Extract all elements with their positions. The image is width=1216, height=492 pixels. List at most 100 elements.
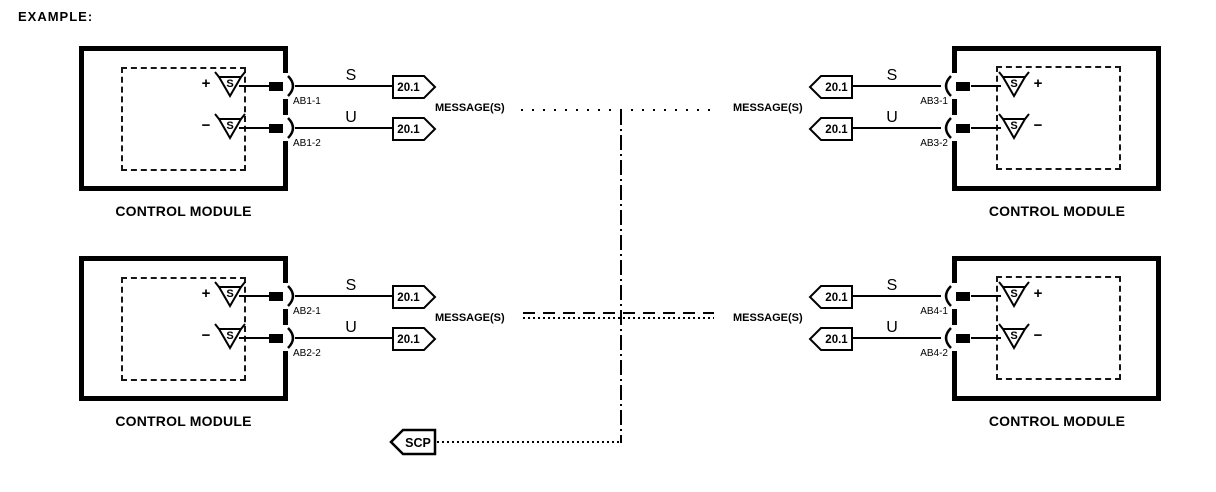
module-inner-dashed-outline	[121, 67, 246, 171]
wire-circuit-label: U	[886, 109, 898, 126]
module-outline	[952, 46, 1161, 191]
shield-symbol-letter: S	[1010, 288, 1017, 300]
pin-id-label: AB2-2	[293, 348, 321, 359]
reference-tag-number: 20.1	[397, 334, 420, 346]
off-page-reference-tag: 20.1	[392, 75, 437, 99]
polarity-plus-label: +	[201, 75, 211, 92]
wire-segment	[853, 85, 941, 87]
shielded-twisted-pair-icon: S	[998, 323, 1030, 350]
wire-circuit-label: S	[345, 67, 357, 84]
reference-tag-number: 20.1	[397, 124, 420, 136]
message-bus-label: MESSAGE(S)	[435, 312, 505, 324]
off-page-reference-tag: 20.1	[808, 285, 853, 309]
reference-tag-number: 20.1	[825, 334, 848, 346]
scp-branch-dotted-line	[437, 441, 621, 443]
polarity-minus-label: −	[201, 117, 211, 134]
shielded-twisted-pair-icon: S	[998, 71, 1030, 98]
wire-circuit-label: U	[345, 319, 357, 336]
message-bus-label: MESSAGE(S)	[733, 312, 803, 324]
polarity-plus-label: +	[201, 285, 211, 302]
reference-tag-number: 20.1	[825, 292, 848, 304]
control-module-top-left: CONTROL MODULE + S AB1-1 S 20.1 − S	[79, 46, 512, 219]
wire-segment	[971, 127, 1001, 129]
wire-segment	[239, 127, 271, 129]
module-label: CONTROL MODULE	[988, 413, 1126, 429]
module-label: CONTROL MODULE	[115, 203, 252, 219]
off-page-reference-tag: 20.1	[808, 117, 853, 141]
wire-segment	[295, 337, 393, 339]
message-bus-label: MESSAGE(S)	[733, 102, 803, 114]
module-inner-dashed-outline	[996, 66, 1121, 170]
shield-symbol-letter: S	[226, 288, 233, 300]
bus-line-vertical-dashed	[620, 110, 622, 443]
connector-pin-icon	[269, 283, 295, 309]
shield-symbol-letter: S	[1010, 78, 1017, 90]
polarity-plus-label: +	[1033, 285, 1043, 302]
pin-id-label: AB4-2	[920, 348, 948, 359]
bus-line-top-dotted	[521, 109, 714, 111]
polarity-minus-label: −	[1033, 117, 1043, 134]
shielded-twisted-pair-icon: S	[214, 323, 246, 350]
pin-id-label: AB1-1	[293, 96, 321, 107]
wire-circuit-label: U	[886, 319, 898, 336]
off-page-reference-tag: 20.1	[808, 327, 853, 351]
wire-segment	[971, 337, 1001, 339]
pin-id-label: AB3-1	[920, 96, 948, 107]
off-page-reference-tag: 20.1	[392, 285, 437, 309]
shield-symbol-letter: S	[226, 78, 233, 90]
module-label: CONTROL MODULE	[988, 203, 1126, 219]
wire-segment	[971, 295, 1001, 297]
wire-segment	[853, 295, 941, 297]
control-module-bottom-left: CONTROL MODULE + S AB2-1 S 20.1 − S	[79, 256, 512, 429]
shield-symbol-letter: S	[226, 120, 233, 132]
scp-tag-text: SCP	[405, 436, 431, 450]
connector-pin-icon	[944, 283, 970, 309]
connector-pin-icon	[269, 115, 295, 141]
off-page-reference-tag: 20.1	[392, 117, 437, 141]
polarity-minus-label: −	[201, 327, 211, 344]
polarity-minus-label: −	[1033, 327, 1043, 344]
wire-circuit-label: U	[345, 109, 357, 126]
reference-tag-number: 20.1	[825, 124, 848, 136]
wire-segment	[295, 85, 393, 87]
wire-segment	[239, 295, 271, 297]
pin-id-label: AB2-1	[293, 306, 321, 317]
connector-pin-icon	[944, 115, 970, 141]
bus-line-bottom-dashed	[523, 312, 714, 314]
wire-segment	[853, 127, 941, 129]
wire-circuit-label: S	[886, 67, 898, 84]
shielded-twisted-pair-icon: S	[214, 281, 246, 308]
reference-tag-number: 20.1	[397, 292, 420, 304]
connector-pin-icon	[944, 73, 970, 99]
message-bus-label: MESSAGE(S)	[435, 102, 505, 114]
module-inner-dashed-outline	[996, 276, 1121, 380]
shielded-twisted-pair-icon: S	[998, 113, 1030, 140]
shield-symbol-letter: S	[226, 330, 233, 342]
wire-segment	[239, 85, 271, 87]
wire-segment	[295, 127, 393, 129]
connector-pin-icon	[269, 325, 295, 351]
control-module-top-right: CONTROL MODULE MESSAGE(S) 20.1 S AB3-1 S…	[733, 46, 1163, 219]
shield-symbol-letter: S	[1010, 330, 1017, 342]
wire-segment	[853, 337, 941, 339]
polarity-plus-label: +	[1033, 75, 1043, 92]
connector-pin-icon	[269, 73, 295, 99]
wire-segment	[971, 85, 1001, 87]
scp-network-tag: SCP	[389, 428, 437, 456]
shielded-twisted-pair-icon: S	[214, 71, 246, 98]
connector-pin-icon	[944, 325, 970, 351]
off-page-reference-tag: 20.1	[808, 75, 853, 99]
shielded-twisted-pair-icon: S	[214, 113, 246, 140]
reference-tag-number: 20.1	[825, 82, 848, 94]
control-module-bottom-right: CONTROL MODULE MESSAGE(S) 20.1 S AB4-1 S…	[733, 256, 1163, 429]
off-page-reference-tag: 20.1	[392, 327, 437, 351]
pin-id-label: AB3-2	[920, 138, 948, 149]
module-inner-dashed-outline	[121, 277, 246, 381]
module-outline	[952, 256, 1161, 401]
wire-segment	[295, 295, 393, 297]
pin-id-label: AB4-1	[920, 306, 948, 317]
shield-symbol-letter: S	[1010, 120, 1017, 132]
wire-circuit-label: S	[345, 277, 357, 294]
pin-id-label: AB1-2	[293, 138, 321, 149]
